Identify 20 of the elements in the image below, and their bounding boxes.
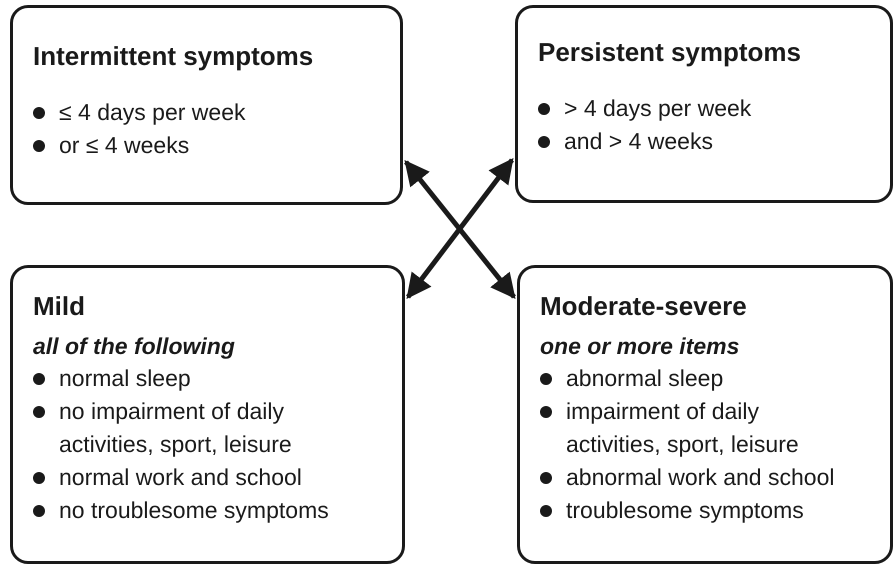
category-box [515,5,893,203]
bullet-text: abnormal work and school [566,463,834,492]
box-subheading: all of the following [33,332,236,361]
bullet-text: normal work and school [59,463,302,492]
category-box [10,5,403,205]
box-heading: Moderate-severe [540,290,748,322]
box-heading: Intermittent symptoms [33,40,314,72]
bullet-text: ≤ 4 days per week [59,98,246,127]
bullet-text: no troublesome symptoms [59,496,329,525]
bullet-text: troublesome symptoms [566,496,804,525]
bullet-text: abnormal sleep [566,364,724,393]
box-heading: Persistent symptoms [538,36,802,68]
box-heading: Mild [33,290,86,322]
bullet-text: > 4 days per week [564,94,752,123]
bullet-text: normal sleep [59,364,191,393]
category-box [10,265,405,564]
bullet-text: or ≤ 4 weeks [59,131,190,160]
category-box [517,265,893,564]
bullet-text: and > 4 weeks [564,127,713,156]
box-subheading: one or more items [540,332,740,361]
